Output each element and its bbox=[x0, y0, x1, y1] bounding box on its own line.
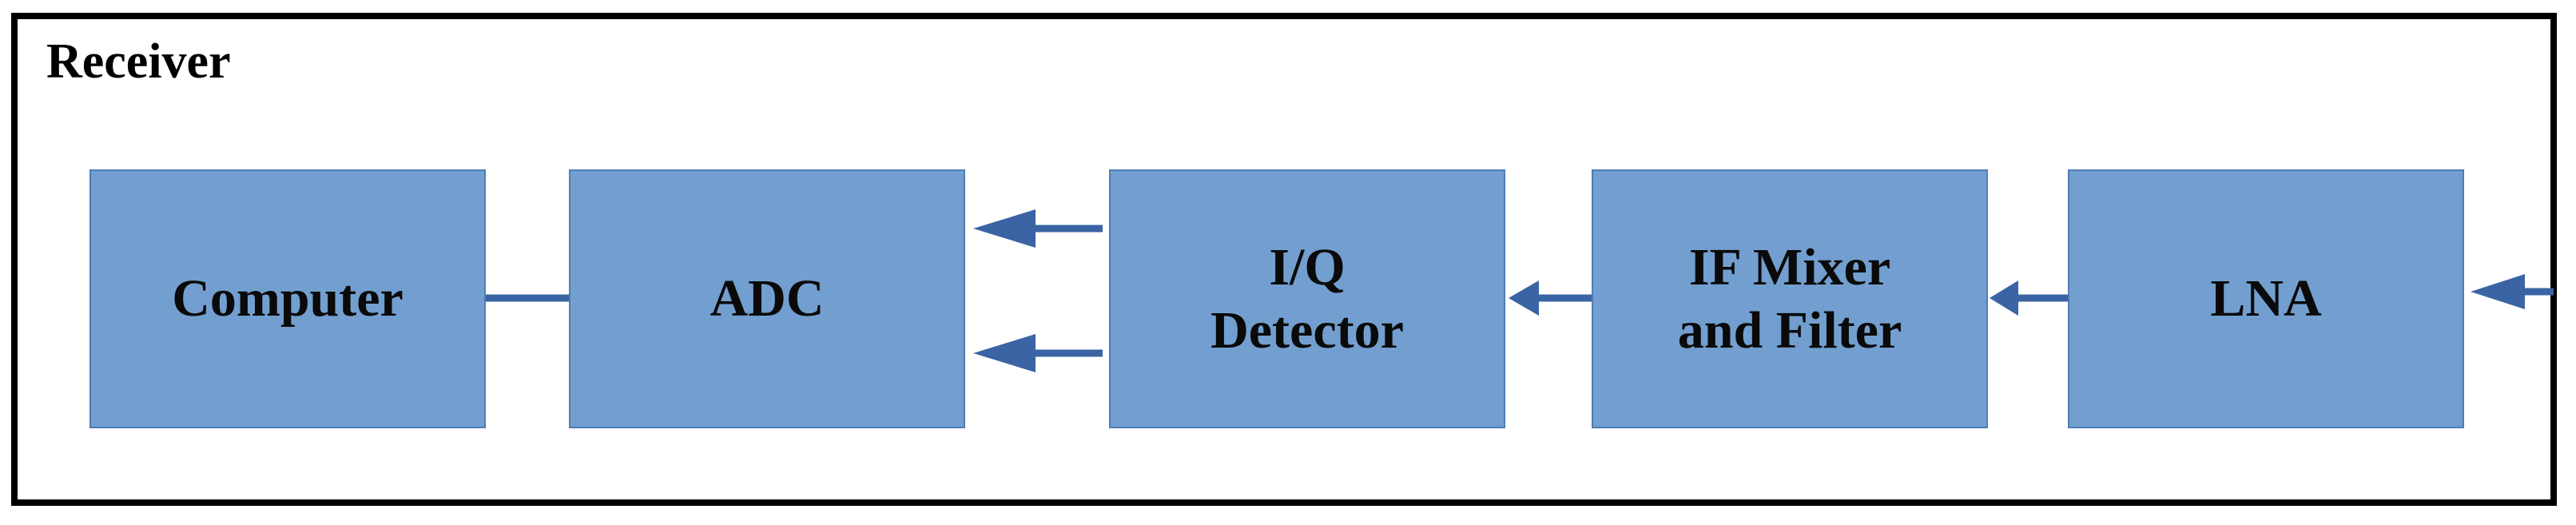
adc-label: ADC bbox=[710, 269, 825, 328]
iq-to-adc-arrow-top bbox=[973, 209, 1103, 248]
if-to-iq-arrow bbox=[1509, 280, 1592, 316]
if-mixer-filter-label: IF Mixer and Filter bbox=[1677, 237, 1902, 360]
iq-to-adc-arrow-bottom bbox=[973, 334, 1103, 372]
adc-block: ADC bbox=[569, 169, 965, 428]
computer-block: Computer bbox=[89, 169, 486, 428]
receiver-frame bbox=[11, 13, 2557, 506]
lna-block: LNA bbox=[2068, 169, 2464, 428]
lna-to-if-arrow bbox=[1990, 280, 2068, 316]
input-to-lna-arrow bbox=[2471, 274, 2554, 309]
iq-detector-label: I/Q Detector bbox=[1210, 237, 1404, 360]
diagram-title: Receiver bbox=[46, 34, 231, 89]
iq-detector-block: I/Q Detector bbox=[1109, 169, 1505, 428]
computer-label: Computer bbox=[172, 269, 403, 328]
lna-label: LNA bbox=[2210, 269, 2322, 328]
if-mixer-filter-block: IF Mixer and Filter bbox=[1592, 169, 1988, 428]
